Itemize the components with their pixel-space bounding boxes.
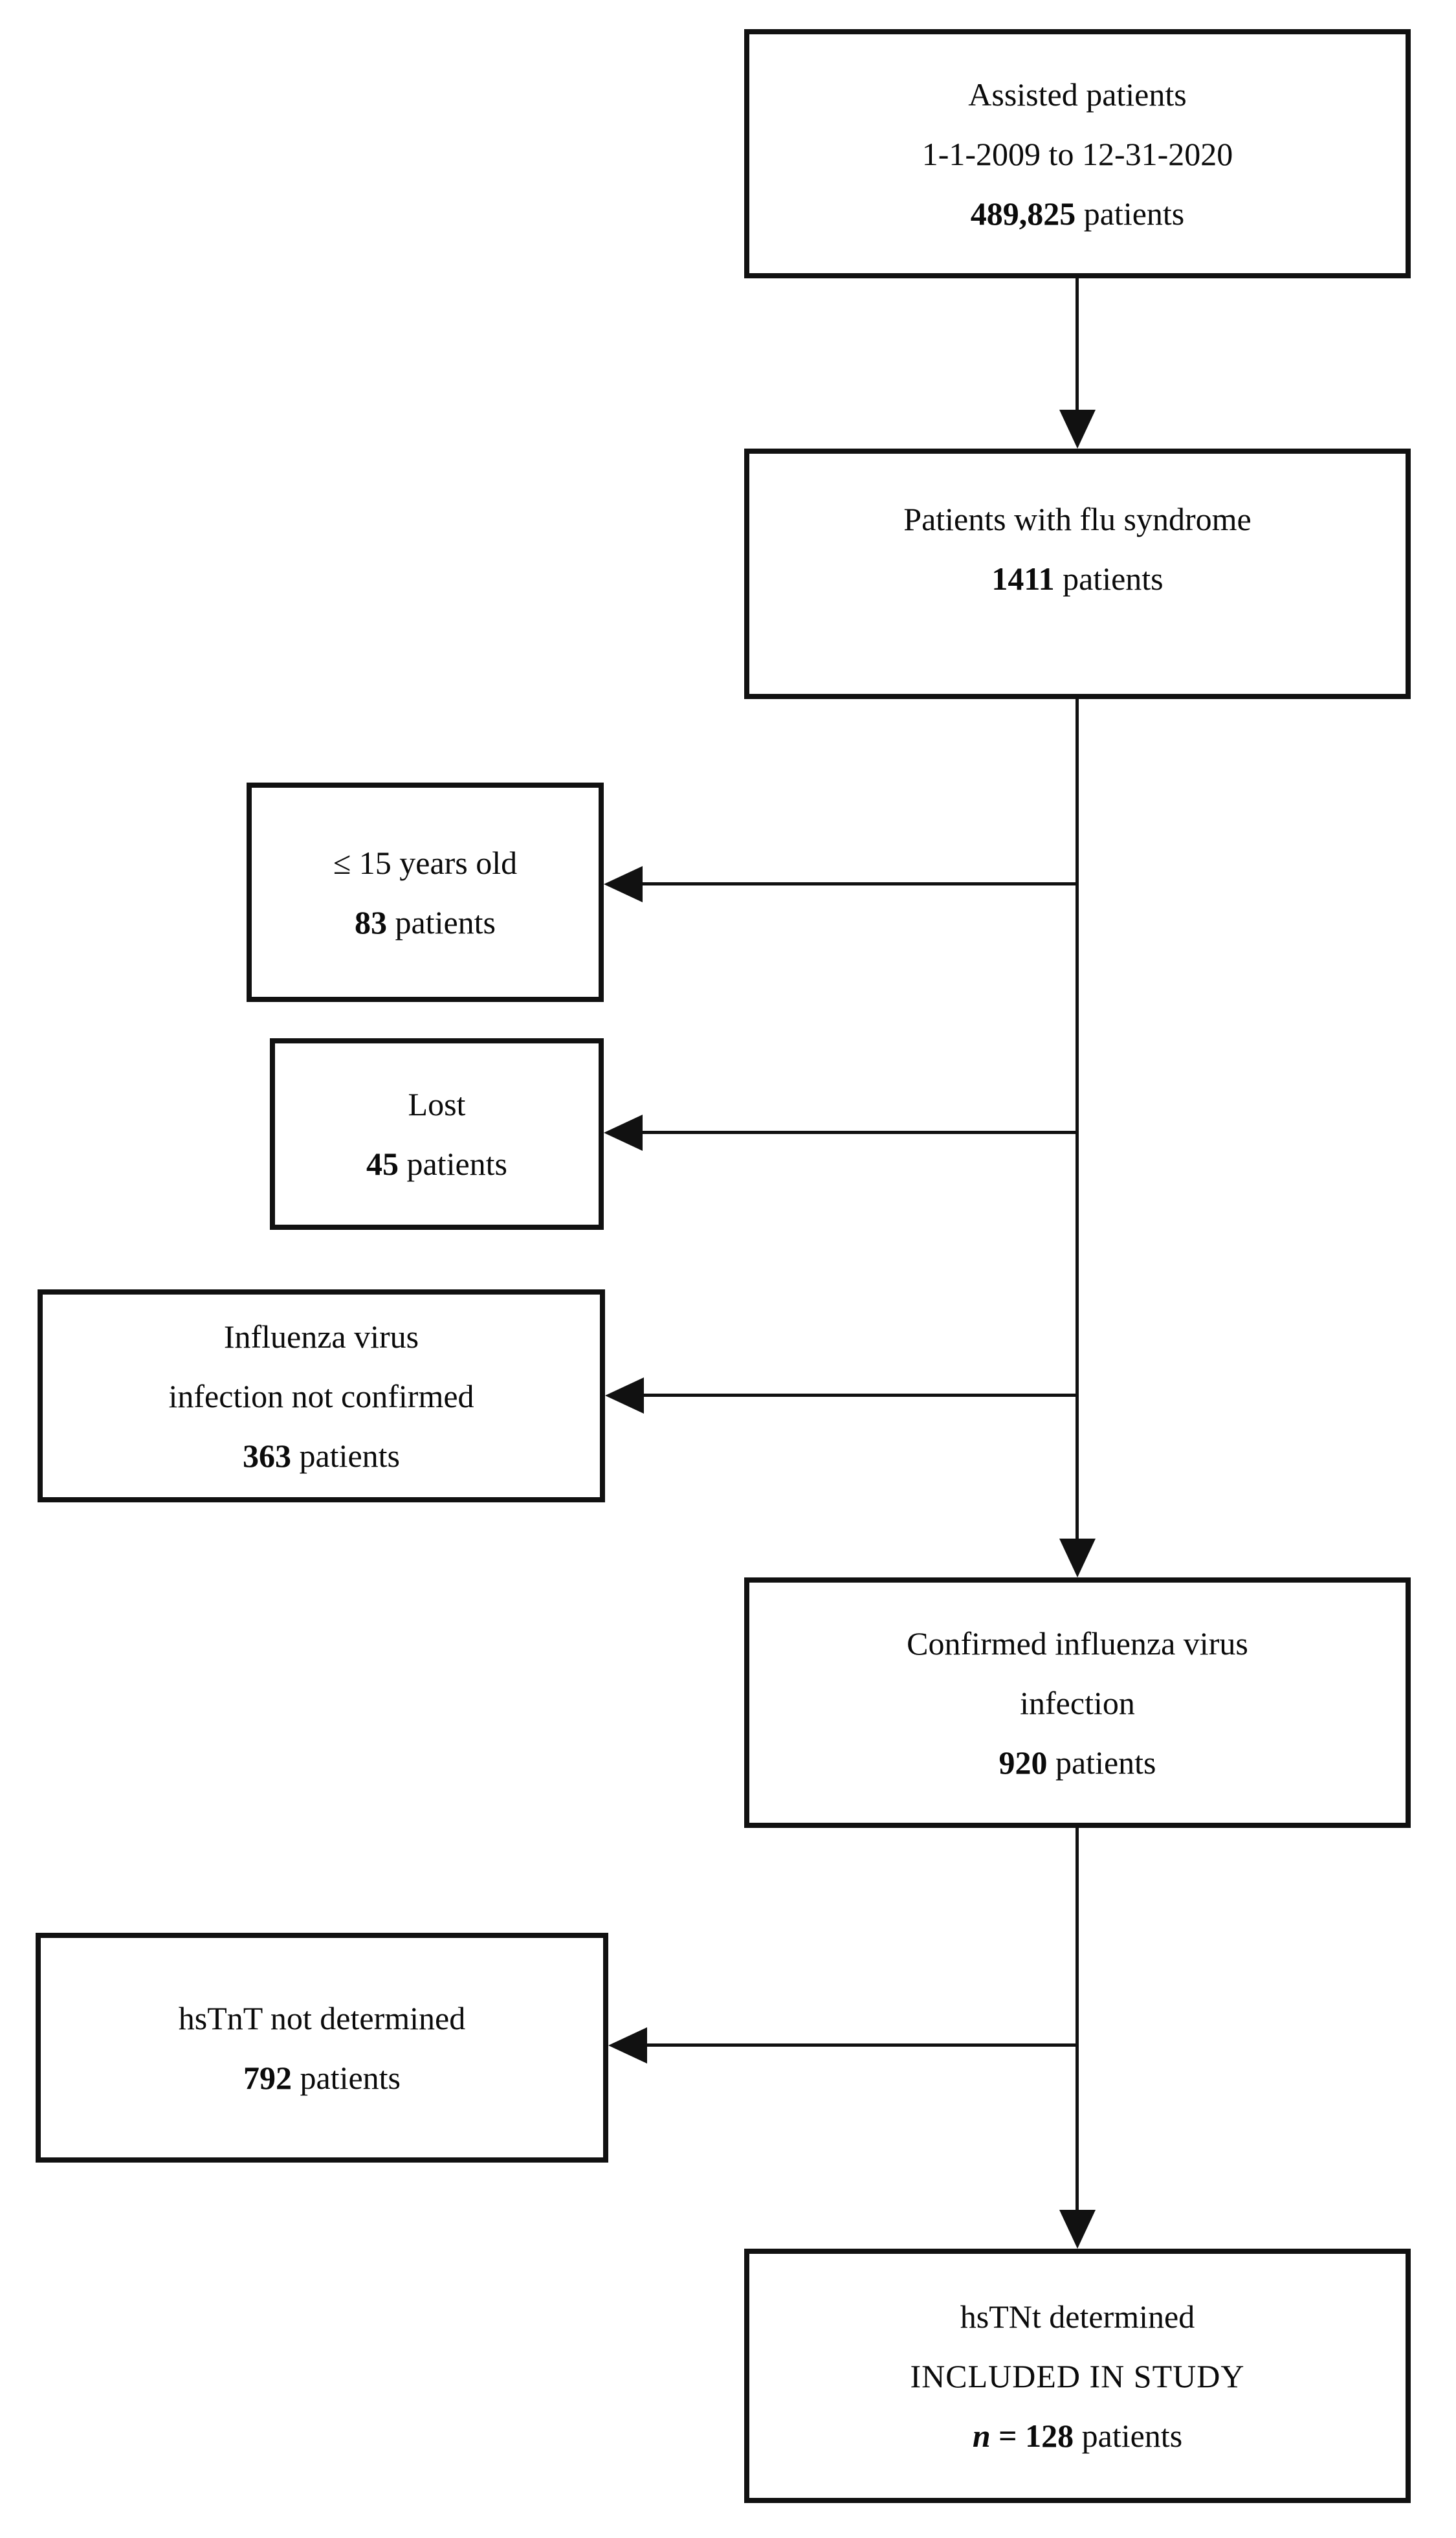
arrowhead-left-icon [608,2027,647,2064]
connector-confirmed-to-included [1075,1828,1079,2214]
box-title: hsTNt determined [960,2298,1195,2335]
patient-count: 1411 [991,561,1055,597]
box-count-line: 792 patients [243,2048,401,2108]
arrowhead-left-icon [605,1377,644,1414]
box-title-2: infection not confirmed [168,1377,474,1414]
connector-assisted-to-flu [1075,278,1079,414]
connector-to-not-confirmed [639,1394,1079,1397]
box-title-2: infection [1020,1684,1135,1721]
box-lost: Lost 45 patients [270,1038,604,1230]
patient-count: 363 [242,1437,291,1474]
box-confirmed-infection: Confirmed influenza virus infection 920 … [744,1577,1411,1828]
arrowhead-down-icon [1059,410,1096,449]
box-title-2: INCLUDED IN STUDY [910,2357,1245,2394]
count-suffix: patients [291,2059,401,2096]
box-count-line: 45 patients [366,1134,507,1194]
box-title: Confirmed influenza virus [907,1625,1248,1662]
connector-to-lost [637,1131,1079,1134]
patient-count: 489,825 [970,195,1076,232]
count-suffix: patients [1047,1744,1156,1781]
box-title: Patients with flu syndrome [903,501,1252,537]
box-flu-syndrome: Patients with flu syndrome 1411 patients [744,449,1411,699]
box-count-line: 489,825 patients [971,184,1185,243]
patient-count: 792 [243,2059,292,2096]
box-included-in-study: hsTNt determined INCLUDED IN STUDY n = 1… [744,2249,1411,2503]
box-title: Assisted patients [968,76,1187,113]
arrowhead-down-icon [1059,2210,1096,2249]
box-period: 1-1-2009 to 12-31-2020 [921,135,1233,172]
box-count-line: 363 patients [243,1426,400,1486]
box-count-line: 920 patients [998,1733,1156,1792]
connector-flu-to-confirmed [1075,699,1079,1544]
connector-to-age-excluded [637,882,1079,885]
box-count-line: n = 128 patients [973,2406,1182,2466]
count-suffix: patients [398,1146,508,1182]
box-hstnt-not-determined: hsTnT not determined 792 patients [36,1933,608,2163]
count-suffix: patients [1074,2417,1183,2454]
box-count-line: 83 patients [355,893,496,952]
count-suffix: patients [1075,195,1185,232]
patient-count: 45 [366,1146,399,1182]
count-suffix: patients [386,904,496,941]
box-age-excluded: ≤ 15 years old 83 patients [247,783,604,1002]
equals-sign: = [990,2417,1026,2454]
box-title: Influenza virus [223,1318,419,1355]
n-symbol: n [972,2417,991,2454]
count-suffix: patients [1054,561,1164,597]
arrowhead-left-icon [604,1115,643,1151]
patient-count: 128 [1025,2417,1074,2454]
box-infection-not-confirmed: Influenza virus infection not confirmed … [38,1289,605,1502]
box-title: ≤ 15 years old [333,844,518,881]
patient-count: 920 [998,1744,1048,1781]
box-assisted-patients: Assisted patients 1-1-2009 to 12-31-2020… [744,29,1411,278]
count-suffix: patients [291,1437,401,1474]
arrowhead-left-icon [604,866,643,902]
patient-count: 83 [354,904,387,941]
connector-to-hstnt-not-determined [642,2043,1079,2047]
box-title: hsTnT not determined [178,1999,466,2036]
box-count-line: 1411 patients [991,549,1163,608]
box-title: Lost [408,1086,466,1122]
arrowhead-down-icon [1059,1539,1096,1577]
